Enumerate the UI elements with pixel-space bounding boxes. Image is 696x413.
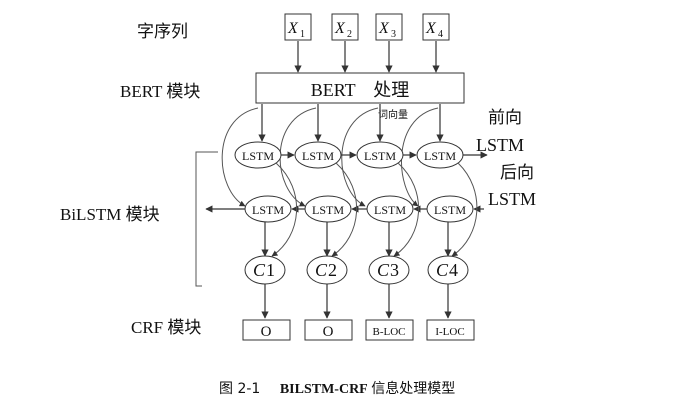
output-tag-3: B-LOC: [373, 326, 406, 338]
input-box-1: X 1: [284, 13, 312, 41]
c-to-output-arrows: [261, 284, 452, 319]
input-symbol-1: X: [287, 20, 299, 37]
bert-module-label: BERT 模块: [120, 82, 200, 101]
forward-lstm-node-2: LSTM: [302, 149, 334, 163]
input-subscript-4: 4: [438, 29, 443, 40]
input-subscript-2: 2: [347, 29, 352, 40]
forward-to-c-curves: [271, 162, 478, 257]
input-subscript-3: 3: [391, 29, 396, 40]
caption-title-bold: BILSTM-CRF: [280, 382, 368, 397]
bert-box-label: BERT 处理: [311, 80, 410, 100]
bilstm-module-label: BiLSTM 模块: [60, 205, 160, 224]
forward-lstm-label-2: LSTM: [476, 135, 524, 155]
backward-to-c-arrows: [261, 222, 452, 257]
bilstm-bracket: [195, 151, 202, 287]
backward-lstm-node-3: LSTM: [374, 203, 406, 217]
c-node-3-number: 3: [390, 260, 399, 280]
c-node-1-number: 1: [266, 260, 275, 280]
caption-number: 图 2-1: [219, 381, 260, 397]
bert-to-lstm-arrows: [258, 104, 444, 142]
caption-title-rest: 信息处理模型: [371, 380, 455, 397]
output-tag-4: I-LOC: [435, 326, 464, 338]
input-symbol-4: X: [425, 20, 437, 37]
input-subscript-1: 1: [300, 29, 305, 40]
figure-caption: 图 2-1 BILSTM-CRF 信息处理模型: [219, 380, 455, 397]
c-node-row: C 1 C 2 C 3 C 4: [244, 255, 469, 285]
backward-lstm-label-1: 后向: [500, 163, 534, 183]
c-node-1-symbol: C: [253, 260, 266, 280]
input-box-4: X 4: [422, 13, 450, 41]
output-tag-1: O: [261, 324, 272, 340]
input-arrows: [294, 41, 440, 73]
input-symbol-3: X: [378, 20, 390, 37]
input-symbol-2: X: [334, 20, 346, 37]
forward-lstm-row: LSTM LSTM LSTM LSTM: [234, 141, 488, 169]
input-box-3: X 3: [375, 13, 403, 41]
c-node-2-symbol: C: [315, 260, 328, 280]
backward-lstm-node-2: LSTM: [312, 203, 344, 217]
c-node-4-symbol: C: [436, 260, 449, 280]
forward-lstm-node-4: LSTM: [424, 149, 456, 163]
c-node-3-symbol: C: [377, 260, 390, 280]
bert-box: [255, 72, 465, 104]
forward-lstm-node-3: LSTM: [364, 149, 396, 163]
backward-lstm-label-2: LSTM: [488, 189, 536, 209]
output-tag-2: O: [323, 324, 334, 340]
word-vector-label: 词向量: [378, 108, 408, 121]
input-box-2: X 2: [331, 13, 359, 41]
output-row: O O B-LOC I-LOC: [242, 319, 475, 341]
crf-module-label: CRF 模块: [131, 318, 201, 337]
c-node-4-number: 4: [449, 260, 458, 280]
forward-lstm-node-1: LSTM: [242, 149, 274, 163]
backward-lstm-row: LSTM LSTM LSTM LSTM: [205, 195, 484, 223]
backward-lstm-node-1: LSTM: [252, 203, 284, 217]
backward-lstm-node-4: LSTM: [434, 203, 466, 217]
sequence-label: 字序列: [137, 22, 188, 42]
c-node-2-number: 2: [328, 260, 337, 280]
forward-lstm-label-1: 前向: [488, 108, 522, 128]
